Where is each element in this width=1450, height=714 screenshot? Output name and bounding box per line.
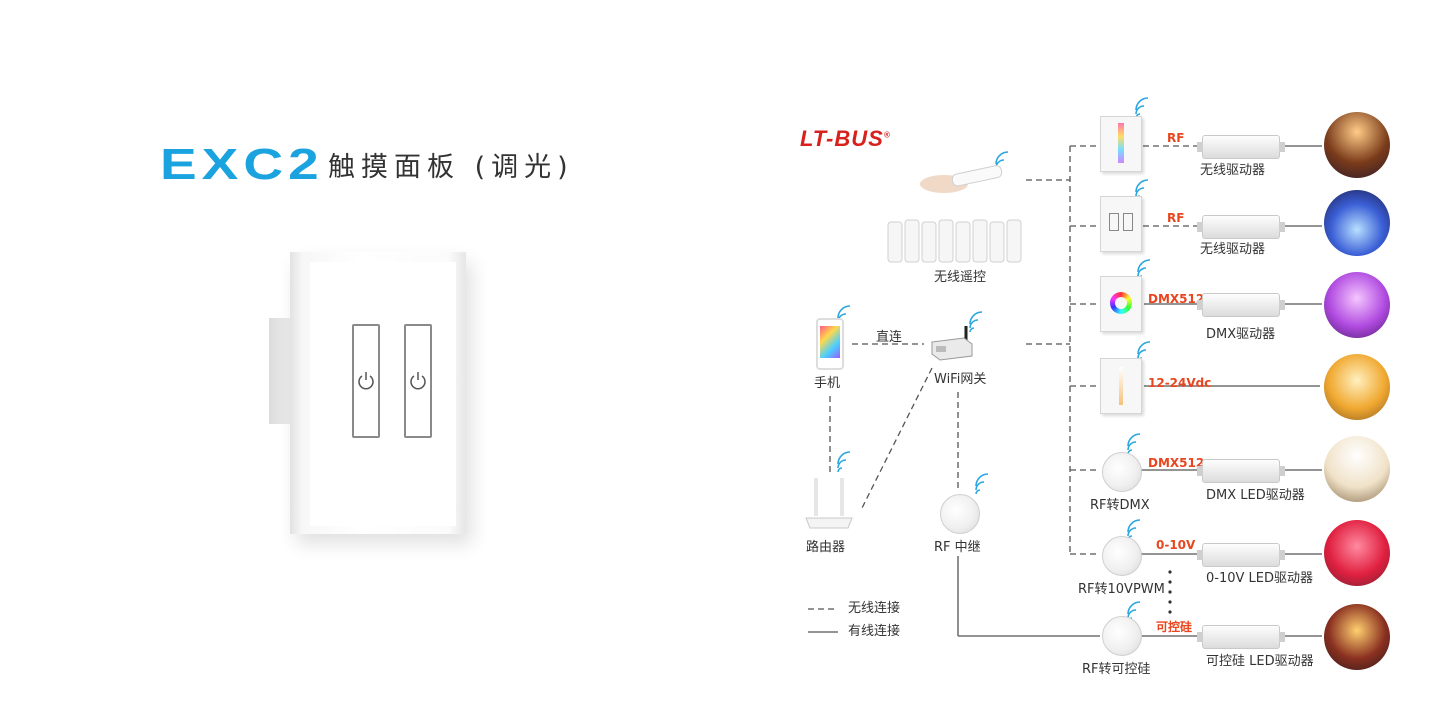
rf-repeater-device — [940, 494, 980, 534]
scene-photo-5 — [1324, 436, 1390, 502]
driver-device — [1197, 625, 1285, 649]
phone-screen — [820, 326, 840, 358]
color-wheel-panel — [1100, 276, 1142, 332]
touch-key-1 — [352, 324, 380, 438]
scene-photo-1 — [1324, 112, 1390, 178]
remote-in-hand — [916, 164, 1004, 194]
legend-wireless: 无线连接 — [848, 601, 901, 616]
wifi-gateway-label: WiFi网关 — [934, 372, 987, 387]
product-description: 触摸面板 (调光) — [328, 152, 574, 183]
scene-photo-7 — [1324, 604, 1390, 670]
touch-key-2 — [404, 324, 432, 438]
signal-label-2: RF — [1167, 211, 1185, 225]
driver-label-5: DMX LED驱动器 — [1206, 488, 1305, 503]
driver-device — [1197, 543, 1285, 567]
driver-device — [1197, 135, 1285, 159]
signal-label-4: 12-24Vdc — [1148, 376, 1212, 390]
router-device — [804, 474, 854, 534]
rf-0-10v-device — [1102, 536, 1142, 576]
rf-0-10v-label: RF转10VPWM — [1078, 582, 1165, 597]
remote-label: 无线遥控 — [934, 270, 987, 285]
single-color-panel — [1100, 358, 1142, 414]
rf-dmx-device — [1102, 452, 1142, 492]
rgb-slider-panel — [1100, 116, 1142, 172]
driver-device — [1197, 215, 1285, 239]
rf-triac-device — [1102, 616, 1142, 656]
legend-wired: 有线连接 — [848, 624, 901, 639]
scene-photo-4 — [1324, 354, 1390, 420]
driver-device — [1197, 459, 1285, 483]
power-icon — [410, 372, 426, 390]
signal-label-5: DMX512 — [1148, 456, 1205, 470]
wifi-gateway-device — [928, 324, 974, 362]
driver-label-7: 可控硅 LED驱动器 — [1206, 654, 1314, 669]
signal-label-6: 0-10V — [1156, 538, 1196, 552]
driver-label-1: 无线驱动器 — [1200, 163, 1266, 178]
power-icon — [358, 372, 374, 390]
rf-repeater-label: RF 中继 — [934, 540, 981, 555]
lt-bus-logo: LT-BUS® — [800, 126, 891, 151]
dimmer-key-panel — [1100, 196, 1142, 252]
router-label: 路由器 — [806, 540, 846, 555]
signal-label-3: DMX512 — [1148, 292, 1205, 306]
scene-photo-3 — [1324, 272, 1390, 338]
phone-label: 手机 — [814, 376, 841, 391]
driver-label-2: 无线驱动器 — [1200, 242, 1266, 257]
model-name: EXC2 — [160, 140, 324, 189]
signal-label-1: RF — [1167, 131, 1185, 145]
rf-dmx-label: RF转DMX — [1090, 498, 1150, 513]
driver-device — [1197, 293, 1285, 317]
direct-connect-label: 直连 — [876, 330, 903, 345]
scene-photo-6 — [1324, 520, 1390, 586]
remote-group — [886, 216, 1024, 266]
rf-triac-label: RF转可控硅 — [1082, 662, 1151, 677]
driver-label-6: 0-10V LED驱动器 — [1206, 571, 1313, 586]
driver-label-3: DMX驱动器 — [1206, 327, 1276, 342]
signal-label-7: 可控硅 — [1156, 620, 1193, 634]
phone-device — [816, 318, 844, 370]
scene-photo-2 — [1324, 190, 1390, 256]
